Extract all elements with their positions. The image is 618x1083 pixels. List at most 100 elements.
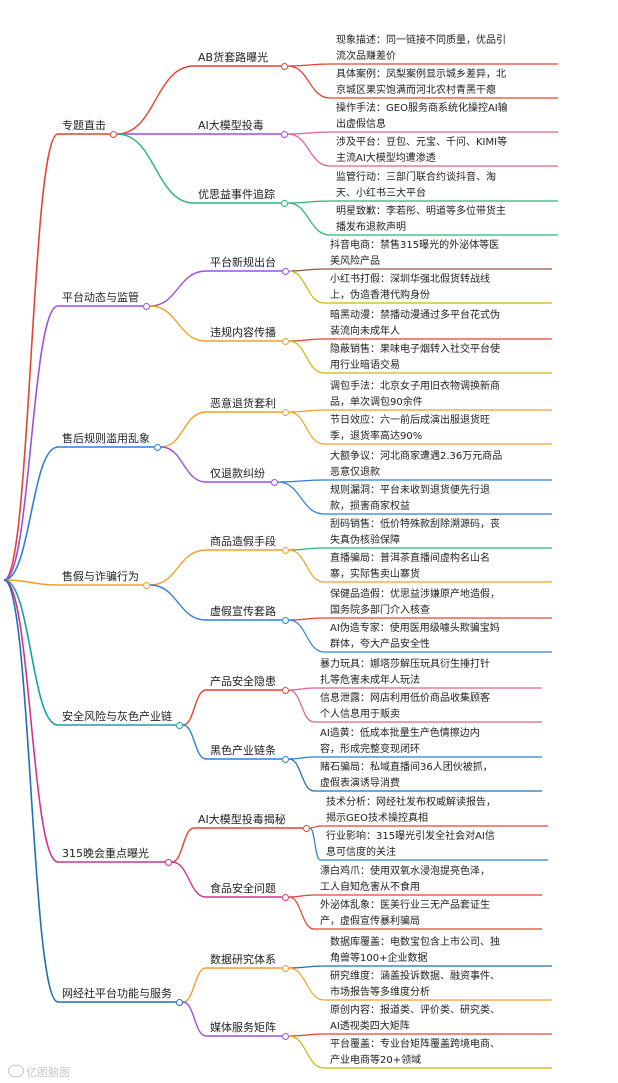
subtopic-0-1[interactable]: AI大模型投毒 — [198, 119, 264, 132]
category-4[interactable]: 安全风险与灰色产业链 — [62, 710, 172, 723]
leaf-4-0-0[interactable]: 暴力玩具：娜塔莎解压玩具衍生捶打针扎等危害未成年人玩法 — [320, 657, 542, 688]
leaf-text-line: 大额争议：河北商家遭遇2.36万元商品 — [330, 451, 503, 462]
leaf-text-line: 失真伪核验保障 — [330, 534, 400, 546]
leaf-1-1-0[interactable]: 暗黑动漫：禁播动漫通过多平台花式伪装流向未成年人 — [330, 308, 552, 339]
leaf-6-0-0[interactable]: 数据库覆盖：电数宝包含上市公司、独角兽等100+企业数据 — [330, 935, 552, 966]
subtopic-0-1-toggle[interactable] — [281, 130, 288, 138]
edge — [287, 133, 331, 167]
subtopic-5-1[interactable]: 食品安全问题 — [210, 882, 276, 895]
subtopic-1-1-toggle[interactable] — [282, 337, 289, 345]
subtopic-6-0[interactable]: 数据研究体系 — [210, 953, 276, 966]
leaf-1-0-0[interactable]: 抖音电商：禁售315曝光的外泌体等医美风险产品 — [330, 238, 552, 269]
leaf-text-line: 用行业暗语交易 — [330, 359, 400, 371]
leaf-5-0-1[interactable]: 行业影响：315曝光引发全社会对AI信息可信度的关注 — [326, 829, 548, 860]
leaf-0-2-0[interactable]: 监管行动：三部门联合约谈抖音、淘天、小红书三大平台 — [336, 170, 558, 201]
leaf-text-line: 技术分析：网经社发布权威解读报告， — [326, 797, 496, 808]
edge — [288, 409, 325, 413]
subtopic-3-0-toggle[interactable] — [282, 546, 289, 554]
leaf-3-1-1[interactable]: AI伪造专家：使用医用级噱头欺骗宝妈群体，夸大产品安全性 — [330, 621, 552, 652]
leaf-5-1-1[interactable]: 外泌体乱象：医美行业三无产品套证生产，虚假宣传暴利骗局 — [320, 898, 542, 929]
category-1-toggle[interactable] — [143, 302, 150, 310]
category-5[interactable]: 315晚会重点曝光 — [62, 847, 149, 860]
leaf-6-0-1[interactable]: 研究维度：涵盖投诉数据、融资事件、市场报告等多维度分析 — [330, 969, 552, 1000]
leaf-2-1-0[interactable]: 大额争议：河北商家遭遇2.36万元商品恶意仅退款 — [330, 449, 552, 480]
leaf-text-line: 隐蔽销售：果味电子烟转入社交平台使 — [330, 344, 500, 355]
leaf-text-line: 天、小红书三大平台 — [336, 187, 426, 199]
leaf-1-0-1[interactable]: 小红书打假：深圳华强北假货转战线上，伪造香港代购身份 — [330, 272, 552, 303]
edge — [288, 967, 325, 1001]
subtopic-3-1-toggle[interactable] — [282, 616, 289, 624]
leaf-text-line: 京城区果实饱满而河北农村青黑干瘪 — [336, 84, 496, 96]
subtopic-0-2[interactable]: 优思益事件追踪 — [198, 188, 275, 201]
leaf-6-1-0[interactable]: 原创内容：报道类、评价类、研究类、AI透视类四大矩阵 — [330, 1003, 552, 1034]
leaf-0-1-0[interactable]: 操作手法：GEO服务商系统化操控AI输出虚假信息 — [336, 101, 558, 132]
category-6[interactable]: 网经社平台功能与服务 — [62, 987, 172, 1000]
subtopic-1-1[interactable]: 违规内容传播 — [210, 326, 276, 339]
leaf-text-line: 出虚假信息 — [336, 118, 386, 130]
subtopic-1-0-toggle[interactable] — [282, 267, 289, 275]
edge — [149, 584, 207, 621]
leaf-4-1-0[interactable]: AI造黄：低成本批量生产色情擦边内容，形成完整变现闭环 — [320, 726, 542, 757]
subtopic-4-1-toggle[interactable] — [282, 755, 289, 763]
subtopic-3-1[interactable]: 虚假宣传套路 — [210, 605, 276, 618]
subtopic-1-0[interactable]: 平台新规出台 — [210, 256, 276, 269]
leaf-0-1-1[interactable]: 涉及平台：豆包、元宝、千问、KIMI等主流AI大模型均遭渗透 — [336, 135, 558, 166]
category-5-toggle[interactable] — [165, 858, 172, 866]
subtopic-4-1[interactable]: 黑色产业链条 — [210, 744, 276, 757]
leaf-5-1-0[interactable]: 漂白鸡爪：使用双氧水浸泡提亮色泽，工人自知危害从不食用 — [320, 864, 542, 895]
category-2[interactable]: 售后规则滥用乱象 — [62, 432, 150, 445]
subtopic-3-0[interactable]: 商品造假手段 — [210, 535, 276, 548]
category-0-toggle[interactable] — [110, 130, 117, 138]
leaf-0-2-1[interactable]: 明星致歉：李若彤、明道等多位带货主播发布退款声明 — [336, 204, 558, 235]
leaf-0-0-1[interactable]: 具体案例：凤梨案例显示城乡差异，北京城区果实饱满而河北农村青黑干瘪 — [336, 67, 558, 98]
category-4-toggle[interactable] — [176, 721, 183, 729]
subtopic-6-1[interactable]: 媒体服务矩阵 — [210, 1021, 276, 1034]
edge — [182, 689, 207, 726]
leaf-3-0-0[interactable]: 刮码销售：低价特殊款刮除溯源码，丧失真伪核验保障 — [330, 517, 552, 548]
leaf-text-line: 规则漏洞：平台未收到退货便先行退 — [330, 485, 490, 496]
leaf-3-0-1[interactable]: 直播骗局：普洱茶直播间虚构名山名寨，实际售卖山寨货 — [330, 551, 552, 582]
leaf-4-0-1[interactable]: 信息泄露：网店利用低价商品收集顾客个人信息用于贩卖 — [320, 691, 542, 722]
subtopic-2-1-toggle[interactable] — [271, 478, 278, 486]
subtopic-0-2-toggle[interactable] — [281, 199, 288, 207]
edge — [3, 133, 59, 581]
category-3[interactable]: 售假与诈骗行为 — [62, 570, 139, 583]
subtopic-6-1-toggle[interactable] — [282, 1032, 289, 1040]
subtopic-4-0-toggle[interactable] — [282, 686, 289, 694]
category-0[interactable]: 专题直击 — [62, 119, 106, 132]
leaf-2-0-1[interactable]: 节日效应：六一前后成演出服退货旺季，退货率高达90% — [330, 413, 552, 444]
edge — [288, 1033, 325, 1037]
leaf-6-1-1[interactable]: 平台覆盖：专业台矩阵覆盖跨境电商、产业电商等20+领域 — [330, 1037, 552, 1068]
subtopic-0-0-toggle[interactable] — [281, 62, 288, 70]
subtopic-0-0[interactable]: AB货套路曝光 — [198, 51, 269, 64]
leaf-2-1-1[interactable]: 规则漏洞：平台未收到退货便先行退款，损害商家权益 — [330, 483, 552, 514]
leaf-0-0-0[interactable]: 现象描述：同一链接不同质量，优品引流次品赚差价 — [336, 33, 558, 64]
category-3-toggle[interactable] — [143, 581, 150, 589]
leaf-4-1-1[interactable]: 赌石骗局：私域直播间36人团伙被抓，虚假表演诱导消费 — [320, 760, 542, 791]
edge — [288, 1035, 325, 1069]
leaf-text-line: 平台覆盖：专业台矩阵覆盖跨境电商、 — [330, 1039, 500, 1050]
edge — [288, 758, 315, 792]
subtopic-2-1[interactable]: 仅退款纠纷 — [210, 467, 265, 480]
category-1[interactable]: 平台动态与监管 — [62, 291, 139, 304]
subtopic-2-0[interactable]: 恶意退货套利 — [210, 397, 276, 410]
subtopic-2-0-toggle[interactable] — [282, 408, 289, 416]
leaf-3-1-0[interactable]: 保健品造假：优思益涉嫌原产地造假，国务院多部门介入核查 — [330, 587, 552, 618]
edge — [277, 479, 325, 483]
leaf-1-1-1[interactable]: 隐蔽销售：果味电子烟转入社交平台使用行业暗语交易 — [330, 342, 552, 373]
subtopic-6-0-toggle[interactable] — [282, 964, 289, 972]
subtopic-5-1-toggle[interactable] — [282, 893, 289, 901]
leaf-5-0-0[interactable]: 技术分析：网经社发布权威解读报告，揭示GEO技术操控真相 — [326, 795, 548, 826]
leaf-text-line: 研究维度：涵盖投诉数据、融资事件、 — [330, 971, 500, 982]
edge — [149, 549, 207, 586]
leaf-2-0-0[interactable]: 调包手法：北京女子用旧衣物调换新商品，单次调包90余件 — [330, 379, 552, 410]
subtopic-4-0[interactable]: 产品安全隐患 — [210, 675, 276, 688]
subtopic-5-0-toggle[interactable] — [303, 824, 310, 832]
edge — [149, 270, 207, 307]
subtopic-5-0[interactable]: AI大模型投毒揭秘 — [198, 813, 286, 826]
category-2-toggle[interactable] — [154, 443, 161, 451]
category-6-toggle[interactable] — [176, 998, 183, 1006]
leaf-text-line: 容，形成完整变现闭环 — [320, 743, 420, 755]
edge — [116, 65, 195, 135]
